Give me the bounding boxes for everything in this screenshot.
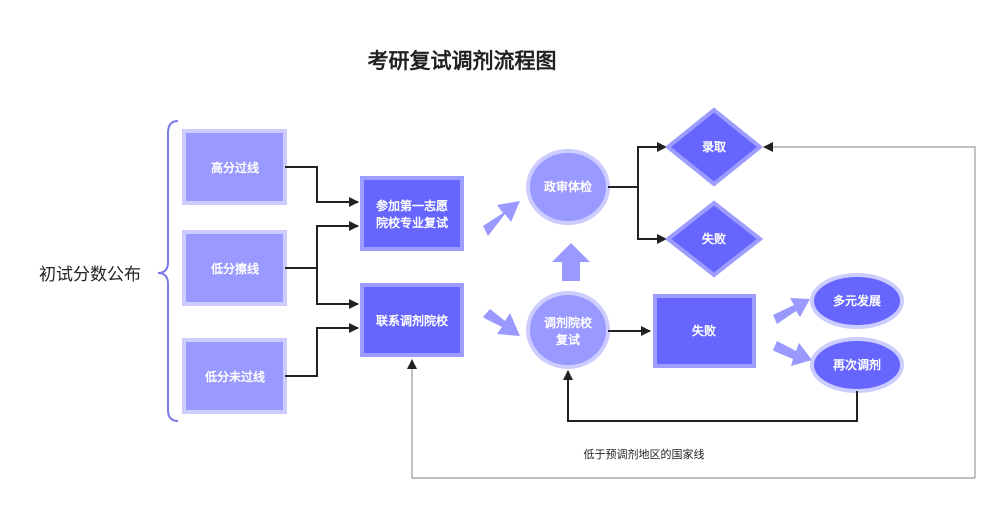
connector-check-to-fail <box>637 187 667 244</box>
contact-adjust-label: 联系调剂院校 <box>376 313 449 328</box>
political-check-label: 政审体检 <box>544 179 592 194</box>
first-choice-label-line1: 参加第一志愿 <box>376 198 448 213</box>
diverse-label: 多元发展 <box>833 293 881 308</box>
national-line-note: 低于预调剂地区的国家线 <box>584 447 705 461</box>
connector-right-loop-to-admit <box>763 142 976 478</box>
low-fail-box: 低分未过线 <box>182 338 287 414</box>
connector-check-to-admit <box>608 142 667 188</box>
contact-adjust-box: 联系调剂院校 <box>360 283 464 357</box>
fat-arrow-first-to-check <box>483 201 520 236</box>
high-pass-box: 高分过线 <box>182 129 287 205</box>
adjust-retest-label-line1: 调剂院校 <box>544 315 593 330</box>
low-pass-label: 低分擦线 <box>210 261 259 276</box>
readjust-label: 再次调剂 <box>833 357 881 372</box>
connector-low-to-contact <box>316 268 359 309</box>
low-fail-label: 低分未过线 <box>204 369 265 384</box>
connector-low-to-first <box>285 221 359 269</box>
readjust-node: 再次调剂 <box>810 337 904 393</box>
fat-arrow-fail-to-readjust <box>773 341 812 366</box>
fail-top-label: 失败 <box>702 231 726 246</box>
page-title: 考研复试调剂流程图 <box>368 49 557 73</box>
first-choice-box: 参加第一志愿 院校专业复试 <box>360 176 464 251</box>
fat-arrow-adjust-to-check <box>552 243 590 281</box>
fat-arrow-contact-to-adjust <box>483 309 520 336</box>
left-brace <box>157 120 179 422</box>
low-pass-box: 低分擦线 <box>182 230 287 306</box>
fail-mid-box: 失败 <box>653 294 756 368</box>
first-choice-label-line2: 院校专业复试 <box>376 215 448 230</box>
adjust-retest-node: 调剂院校 复试 <box>526 291 610 369</box>
initial-score-label: 初试分数公布 <box>39 265 141 285</box>
high-pass-label: 高分过线 <box>211 160 259 175</box>
fat-arrow-fail-to-diverse <box>773 298 810 324</box>
fail-top-diamond: 失败 <box>664 200 764 278</box>
connector-national-line-loop <box>407 359 975 479</box>
adjust-retest-label-line2: 复试 <box>555 332 580 347</box>
connector-high-to-first <box>285 166 359 207</box>
connector-fail-to-contact <box>285 323 359 377</box>
admit-label: 录取 <box>702 140 726 154</box>
political-check-node: 政审体检 <box>526 149 610 225</box>
connector-readjust-loop <box>563 370 858 422</box>
admit-diamond: 录取 <box>664 107 764 187</box>
diverse-node: 多元发展 <box>810 273 904 329</box>
fail-mid-label: 失败 <box>692 323 716 338</box>
